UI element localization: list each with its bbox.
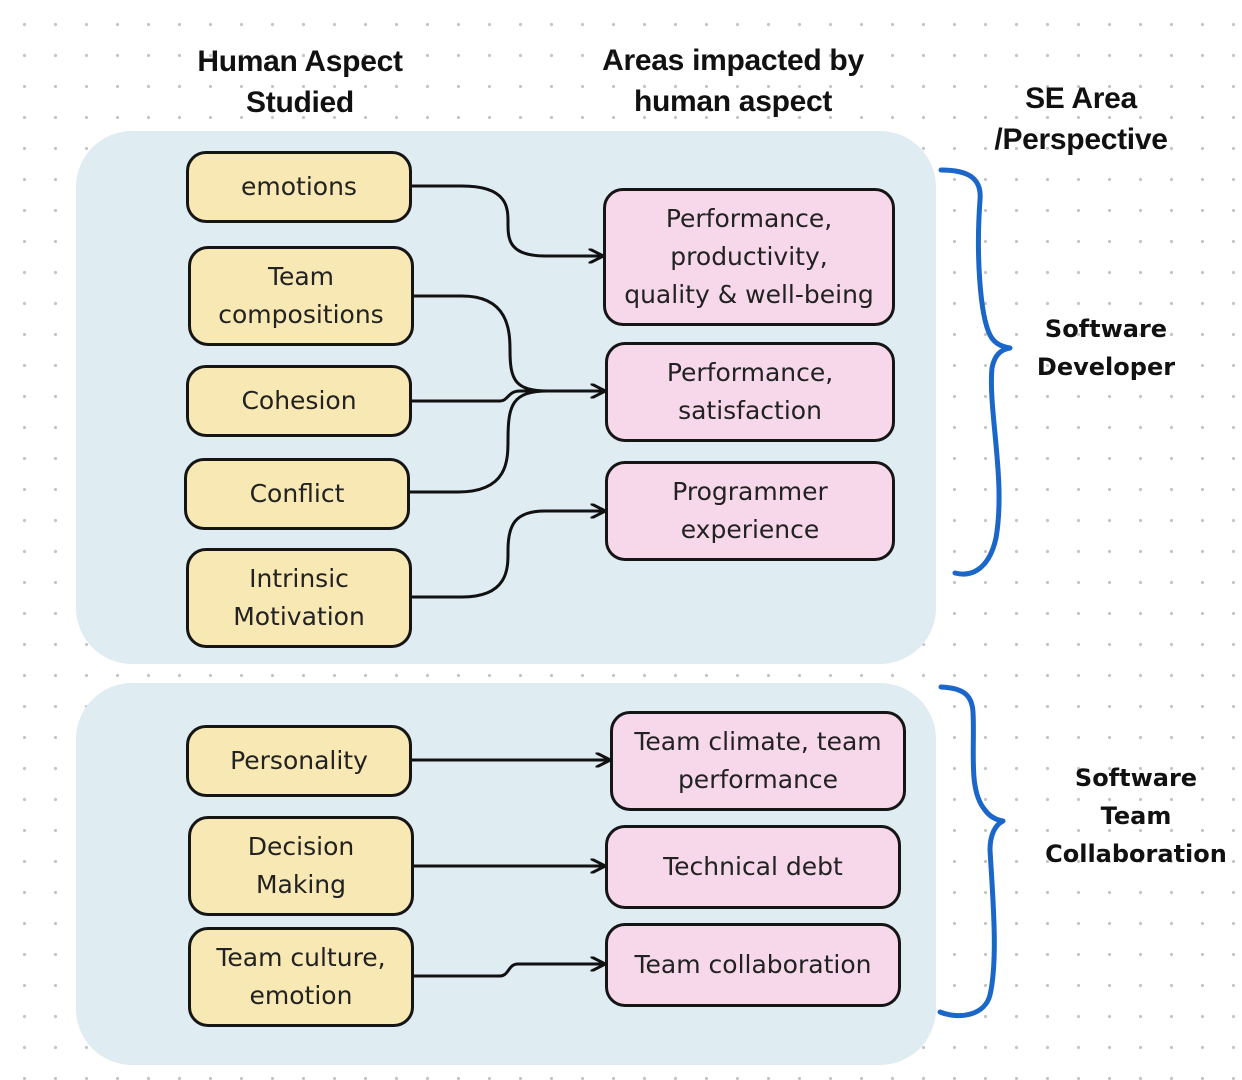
header-areas-impacted: Areas impacted by human aspect (577, 40, 889, 122)
area-label: Programmer experience (672, 473, 828, 549)
area-box-team-climate: Team climate, team performance (610, 711, 906, 811)
area-label-line: performance (677, 765, 839, 794)
aspect-label-line: Intrinsic (249, 564, 349, 593)
aspect-box-personality: Personality (186, 725, 412, 797)
area-label-line: Performance, (666, 358, 834, 387)
perspective-line: Software (1044, 315, 1168, 343)
aspect-label: Personality (230, 742, 368, 780)
brace-software-developer (938, 167, 1013, 577)
aspect-label-line: Team (267, 262, 335, 291)
area-label-line: experience (680, 515, 820, 544)
perspective-line: Software (1074, 764, 1198, 792)
aspect-label-line: Team culture, (216, 943, 386, 972)
header-human-aspect-line-1: Human Aspect (197, 45, 403, 78)
aspect-label: Conflict (250, 475, 345, 513)
area-label: Technical debt (663, 848, 843, 886)
area-box-performance-productivity: Performance, productivity, quality & well-… (603, 188, 895, 326)
aspect-box-conflict: Conflict (184, 458, 410, 530)
area-box-performance-satisfaction: Performance, satisfaction (605, 342, 895, 442)
area-label-line: Technical debt (663, 852, 843, 881)
aspect-label-line: emotions (241, 172, 357, 201)
area-label-line: Performance, (665, 204, 833, 233)
area-label: Performance, productivity, quality & well-… (624, 200, 874, 314)
area-label-line: productivity, (670, 242, 828, 271)
header-se-area-line-1: SE Area (1025, 82, 1137, 115)
aspect-label: Team culture, emotion (216, 939, 385, 1015)
aspect-label-line: Decision (247, 832, 355, 861)
header-se-area: SE Area /Perspective (972, 78, 1190, 160)
perspective-software-developer: Software Developer (1010, 310, 1202, 386)
perspective-line: Developer (1036, 353, 1176, 381)
aspect-label-line: Cohesion (241, 386, 357, 415)
perspective-line: Team (1100, 802, 1172, 830)
connector-team-culture-to-team-collaboration (414, 964, 604, 978)
perspective-software-team-collaboration: Software Team Collaboration (1036, 759, 1236, 873)
area-label-line: Programmer (672, 477, 828, 506)
area-box-team-collaboration: Team collaboration (605, 923, 901, 1007)
connector-intrinsic-motivation-to-programmer-experience (412, 511, 604, 599)
area-box-technical-debt: Technical debt (605, 825, 901, 909)
aspect-label: Team compositions (218, 258, 383, 334)
area-label-line: satisfaction (678, 396, 822, 425)
header-se-area-line-2: /Perspective (994, 123, 1168, 156)
area-label-line: Team collaboration (634, 950, 872, 979)
header-areas-impacted-line-2: human aspect (633, 85, 833, 118)
area-label: Team climate, team performance (634, 723, 881, 799)
aspect-label-line: compositions (218, 300, 384, 329)
header-human-aspect: Human Aspect Studied (160, 41, 440, 123)
area-label-line: Team climate, team (634, 727, 882, 756)
connector-emotions-to-performance (412, 184, 602, 256)
area-label: Team collaboration (635, 946, 872, 984)
aspect-label: emotions (241, 168, 357, 206)
header-areas-impacted-line-1: Areas impacted by (602, 44, 864, 77)
aspect-box-team-culture-emotion: Team culture, emotion (188, 927, 414, 1027)
area-box-programmer-experience: Programmer experience (605, 461, 895, 561)
aspect-label-line: Making (255, 870, 347, 899)
connector-cohesion-to-performance-satisfaction (412, 389, 548, 403)
aspect-box-cohesion: Cohesion (186, 365, 412, 437)
area-label: Performance, satisfaction (667, 354, 833, 430)
aspect-label-line: emotion (249, 981, 353, 1010)
perspective-line: Collaboration (1045, 840, 1227, 868)
brace-software-team-collaboration (937, 684, 1006, 1019)
aspect-box-team-compositions: Team compositions (188, 246, 414, 346)
connector-conflict-to-performance-satisfaction (410, 389, 549, 494)
area-label-line: quality & well-being (624, 280, 874, 309)
connector-team-compositions-to-performance-satisfaction (414, 294, 604, 391)
aspect-label-line: Personality (230, 746, 368, 775)
header-human-aspect-line-2: Studied (246, 86, 354, 119)
aspect-box-emotions: emotions (186, 151, 412, 223)
aspect-label-line: Motivation (233, 602, 365, 631)
aspect-label-line: Conflict (249, 479, 345, 508)
aspect-label: Cohesion (241, 382, 356, 420)
